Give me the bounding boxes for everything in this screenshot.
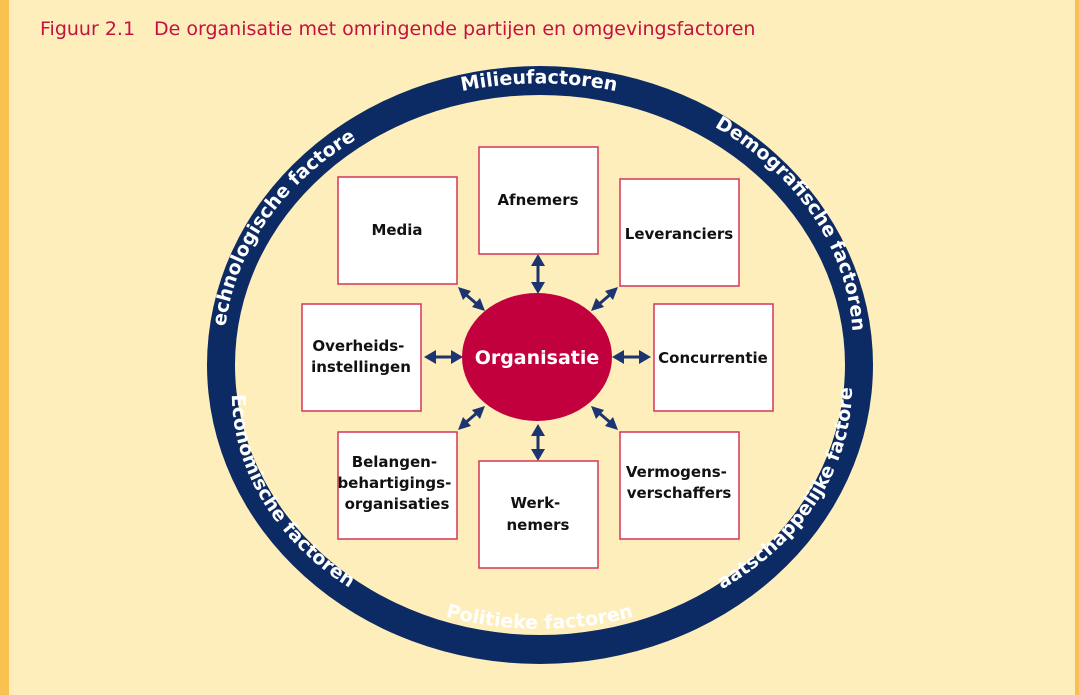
label-concurrentie: Concurrentie [658,349,768,367]
box-werknemers [478,460,599,569]
figure-title: De organisatie met omringende partijen e… [154,18,756,40]
label-belangen: Belangen- behartigings- organisaties [337,453,456,513]
label-leveranciers: Leveranciers [625,225,733,243]
label-afnemers: Afnemers [497,191,578,209]
box-afnemers [478,146,599,255]
right-border [1075,0,1079,695]
label-werknemers: Werk- nemers [507,494,570,534]
center-organisatie [462,293,612,421]
box-vermogen [619,431,740,540]
box-media [337,176,458,285]
label-vermogen: Vermogens- verschaffers [626,463,732,502]
label-overheid: Overheids- instellingen [311,337,411,376]
box-leveranciers [619,178,740,287]
figure-caption: Figuur 2.1 De organisatie met omringende … [40,18,755,40]
label-media: Media [371,221,422,239]
box-overheid [301,303,422,412]
figure-number: Figuur 2.1 [40,18,136,40]
center-label: Organisatie [475,347,600,369]
box-belangen [337,431,458,540]
box-concurrentie [653,303,774,412]
connection-arrows [424,254,651,461]
left-border [0,0,9,695]
